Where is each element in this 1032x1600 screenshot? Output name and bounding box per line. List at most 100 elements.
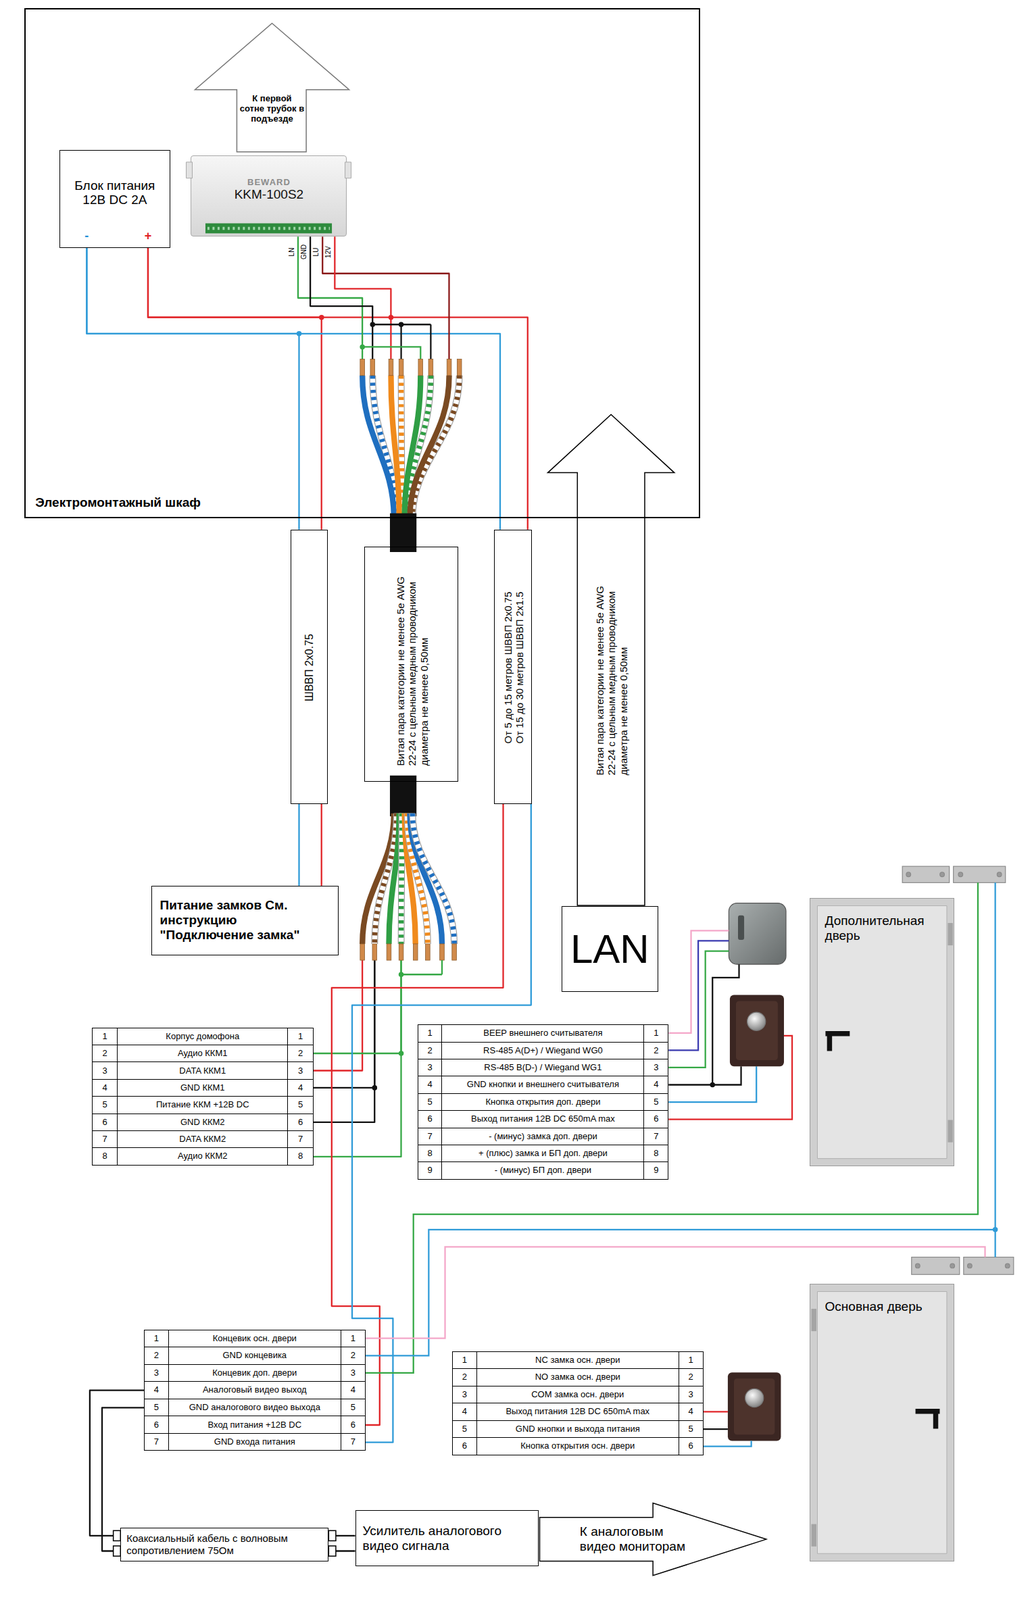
door-sensor	[1004, 1263, 1010, 1269]
twisted-pair-bottom	[401, 813, 403, 945]
pin-number: 9	[418, 1162, 442, 1179]
cabinet-wiring	[398, 321, 405, 328]
table-cell: Концевик доп. двери	[168, 1365, 341, 1383]
cable-box: От 5 до 15 метров ШВВП 2х0.75 От 15 до 3…	[494, 529, 532, 805]
pin-number: 5	[92, 1096, 117, 1114]
twisted-pair-bottom	[386, 944, 392, 961]
table-cell: GND концевика	[168, 1347, 341, 1365]
exit-button	[735, 1001, 778, 1062]
direction-arrow-shape	[548, 414, 675, 905]
twisted-pair-bottom	[439, 944, 445, 961]
table-cell: NO замка осн. двери	[477, 1369, 679, 1387]
twisted-pair-bottom	[412, 944, 418, 961]
wire-connector	[298, 236, 450, 547]
twisted-pair-top	[388, 359, 394, 376]
arrow-note: К первой сотне трубок в подъезде	[239, 93, 305, 125]
polarity-label: +	[144, 229, 153, 242]
pin-number: 2	[452, 1369, 477, 1387]
table-cell: GND аналогового видео выхода	[168, 1399, 341, 1417]
pin-number: 2	[418, 1042, 442, 1060]
box-label: LAN	[562, 925, 658, 973]
twisted-pair-top	[360, 359, 462, 553]
pin-number: 1	[92, 1028, 117, 1045]
cabinet-wiring	[362, 346, 421, 359]
device-label: BEWARD	[247, 177, 291, 188]
cable-label: Витая пара категории не менее 5е AWG 22-…	[394, 572, 430, 767]
sensor-wiring	[365, 882, 999, 1374]
coax-connector	[328, 1546, 336, 1557]
box-label: Коаксиальный кабель с волновым сопротивл…	[126, 1532, 323, 1557]
pinout-table: 1NC замка осн. двери12NO замка осн. двер…	[452, 1351, 704, 1456]
pin-label: 12V	[325, 246, 332, 259]
wire	[322, 236, 449, 547]
button-wiring	[703, 1411, 728, 1413]
pin-number: 4	[418, 1076, 442, 1093]
twisted-pair-bottom	[372, 1085, 378, 1091]
card-reader	[738, 915, 745, 941]
pin-number: 3	[679, 1386, 703, 1404]
table-cell: + (плюс) замка и БП доп. двери	[441, 1145, 644, 1162]
pin-number: 5	[452, 1421, 477, 1439]
table-cell: Кнопка открытия осн. двери	[477, 1438, 679, 1456]
wire	[298, 236, 395, 547]
direction-arrow: Витая пара категории не менее 5е AWG 22-…	[546, 413, 676, 907]
pin-number: 6	[418, 1111, 442, 1128]
pin-number: 7	[341, 1434, 365, 1452]
pin-number: 1	[418, 1025, 442, 1042]
table-cell: GND кнопки и внешнего считывателя	[441, 1076, 644, 1093]
pin-number: 8	[644, 1145, 668, 1162]
pin-label: LN	[288, 248, 296, 257]
twisted-pair-top	[389, 513, 417, 553]
polarity-label: -	[84, 229, 89, 242]
wire-connector	[86, 248, 322, 530]
cabinet-wiring	[370, 321, 376, 328]
pin-number: 2	[287, 1045, 313, 1062]
pin-number: 1	[452, 1352, 477, 1370]
table-cell: Аудио ККМ1	[117, 1045, 288, 1062]
door-sensor	[902, 866, 949, 883]
pin-number: 5	[341, 1399, 365, 1417]
pin-number: 2	[679, 1369, 703, 1387]
cabinet-wiring	[372, 324, 431, 359]
wire	[321, 804, 323, 887]
door-shape	[915, 1411, 940, 1430]
twisted-pair-bottom	[452, 944, 457, 961]
door-label: Основная дверь	[825, 1299, 939, 1315]
pin-number: 6	[679, 1438, 703, 1456]
cable-box: ШВВП 2х0.75	[290, 529, 328, 805]
amplifier-box: Усилитель аналогового видео сигнала	[355, 1510, 540, 1567]
twisted-pair-top	[390, 375, 399, 519]
cable-label: ШВВП 2х0.75	[303, 591, 316, 745]
table-cell: BEEP внешнего считывателя	[441, 1025, 644, 1042]
door-shape	[811, 1309, 816, 1332]
region-title: Электромонтажный шкаф	[35, 495, 699, 511]
wire-connector	[86, 248, 528, 530]
twisted-pair-top	[360, 359, 462, 376]
twisted-pair-top	[412, 375, 459, 519]
table-cell: Выход питания 12В DC 650mA max	[477, 1403, 679, 1421]
reader-wiring	[668, 951, 729, 1068]
table-cell: RS-485 A(D+) / Wiegand WG0	[441, 1042, 644, 1060]
sensor-wiring	[365, 882, 978, 1374]
direction-arrow-shape	[539, 1503, 767, 1577]
pin-number: 7	[144, 1434, 169, 1452]
device-box-shape	[186, 161, 193, 178]
reader-wiring	[709, 1082, 716, 1089]
table-cell: Корпус домофона	[117, 1028, 288, 1045]
coax-box: Коаксиальный кабель с волновым сопротивл…	[120, 1528, 329, 1562]
pin-number: 1	[679, 1352, 703, 1370]
device-box-shape	[345, 161, 352, 178]
door: Дополнительная дверь	[809, 898, 955, 1167]
pin-number: 5	[418, 1094, 442, 1111]
direction-arrow: К аналоговым видео мониторам	[538, 1502, 768, 1577]
pin-number: 9	[644, 1162, 668, 1179]
pin-number: 5	[644, 1094, 668, 1111]
door-shape	[947, 923, 953, 946]
pin-number: 4	[144, 1382, 169, 1399]
table-cell: GND кнопки и выхода питания	[477, 1421, 679, 1439]
exit-button	[747, 1012, 766, 1031]
pin-number: 4	[341, 1382, 365, 1399]
door-shape	[817, 1291, 947, 1554]
direction-arrow: К первой сотне трубок в подъезде	[193, 22, 351, 153]
